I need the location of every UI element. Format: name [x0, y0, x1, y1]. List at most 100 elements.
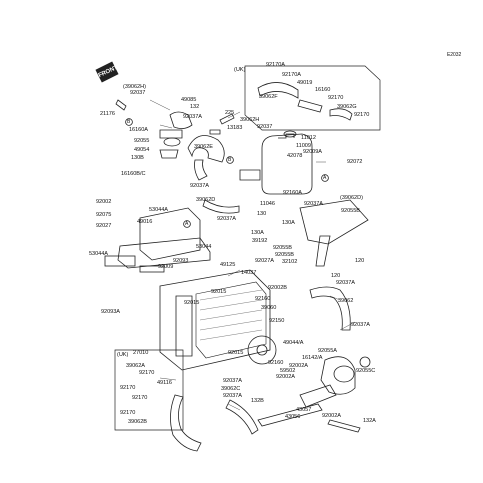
part-label: 39062H	[240, 117, 260, 123]
part-label: 92002A	[276, 374, 295, 380]
part-label: 92015	[184, 300, 200, 306]
part-label: 225	[225, 110, 235, 116]
part-label: 92055B	[341, 208, 360, 214]
part-label: 39062E	[194, 144, 213, 150]
part-label: 92037A	[183, 114, 202, 120]
part-label: 14037	[241, 270, 257, 276]
part-label: 39062F	[259, 94, 278, 100]
part-label: 53044A	[149, 207, 168, 213]
radiator-core	[159, 269, 277, 371]
part-label: 92037A	[217, 216, 236, 222]
part-label: 39062	[338, 298, 354, 304]
part-label: 43057	[296, 407, 312, 413]
part-label: 11012	[301, 135, 316, 141]
part-label: 92002A	[322, 413, 341, 419]
part-label: 49125	[220, 262, 236, 268]
marker-b: B	[127, 119, 131, 125]
part-label: 53044A	[89, 251, 108, 257]
part-label: 92055B	[273, 245, 292, 251]
part-label: 92170	[120, 410, 136, 416]
part-label: 92015	[228, 350, 244, 356]
part-label: 92170	[120, 385, 136, 391]
part-label: 59502	[280, 368, 296, 374]
part-label: 49044/A	[283, 340, 304, 346]
part-label: 92037A	[190, 183, 209, 189]
part-label: 92009	[158, 264, 174, 270]
part-label: 92170	[354, 112, 370, 118]
part-label: 92037A	[304, 201, 323, 207]
part-label: 27010	[133, 350, 149, 356]
part-label: 92160	[255, 296, 271, 302]
part-label: 39062C	[221, 386, 241, 392]
part-label: 130B	[131, 155, 144, 161]
part-label: 92002A	[289, 363, 308, 369]
part-label: 13183	[227, 125, 243, 131]
part-label: 49116	[157, 380, 172, 386]
part-label: 39062B	[128, 419, 147, 425]
part-label: 132	[190, 104, 200, 110]
part-label: 92075	[96, 212, 112, 218]
part-label: 130	[257, 211, 267, 217]
part-label: 39062D	[196, 197, 216, 203]
part-label: 92093A	[101, 309, 120, 315]
part-label: 39060	[261, 305, 277, 311]
part-label: 16160	[315, 87, 331, 93]
part-label: 16160B/C	[121, 171, 146, 177]
marker-a: A	[185, 221, 189, 227]
part-label: 16142/A	[302, 355, 323, 361]
part-label: 92170	[132, 395, 148, 401]
part-label: 132B	[251, 398, 264, 404]
part-label: 92170A	[266, 62, 285, 68]
part-label: 39062G	[337, 104, 357, 110]
part-label: 49016	[137, 219, 153, 225]
part-label: 92037	[130, 90, 146, 96]
part-label: 92002B	[268, 285, 287, 291]
uk-variant-label: (UK)	[234, 67, 246, 73]
part-label: 92170	[328, 95, 344, 101]
part-label: 39062A	[126, 363, 145, 369]
part-label: 43056	[285, 414, 301, 420]
part-label: 92037A	[351, 322, 370, 328]
part-label: 92055A	[318, 348, 337, 354]
marker-a-circle	[321, 174, 329, 182]
part-label: 92170A	[282, 72, 301, 78]
part-label: 132A	[363, 418, 376, 424]
part-label: 92009A	[303, 149, 322, 155]
panels	[104, 207, 211, 273]
part-label: (39062D)	[340, 195, 363, 201]
part-label: 11009	[296, 143, 311, 149]
part-label: 53044	[196, 244, 212, 250]
marker-b-circle	[125, 118, 133, 126]
marker-a: A	[323, 175, 327, 181]
marker-a-circle-2	[183, 220, 191, 228]
uk-variant-label-2: (UK)	[117, 352, 129, 358]
uk-inset-frame-top	[244, 65, 381, 131]
part-label: 39192	[252, 238, 268, 244]
part-label: 92160	[268, 360, 284, 366]
part-label: 92055B	[275, 252, 294, 258]
part-label: 92150	[269, 318, 285, 324]
part-label: 92093	[173, 258, 189, 264]
part-label: 120	[331, 273, 341, 279]
diagram-code: E2032	[447, 52, 462, 58]
part-label: 92002	[96, 199, 112, 205]
part-label: 92027	[96, 223, 112, 229]
part-label: 92160A	[283, 190, 302, 196]
front-arrow-icon	[95, 61, 119, 83]
part-label: 92037A	[336, 280, 355, 286]
part-label: 120	[355, 258, 365, 264]
part-label: 49054	[134, 147, 150, 153]
part-label: 32102	[282, 259, 298, 265]
part-label: 92072	[347, 159, 363, 165]
part-label: 92037A	[223, 378, 242, 384]
part-label: 130A	[251, 230, 264, 236]
part-label: 21176	[100, 111, 115, 117]
part-label: 42078	[287, 153, 303, 159]
part-label: 130A	[282, 220, 295, 226]
part-label: 92037	[257, 124, 273, 130]
part-label: 16160A	[129, 127, 148, 133]
part-label: (39062H)	[123, 84, 146, 90]
part-label: 92015	[211, 289, 227, 295]
